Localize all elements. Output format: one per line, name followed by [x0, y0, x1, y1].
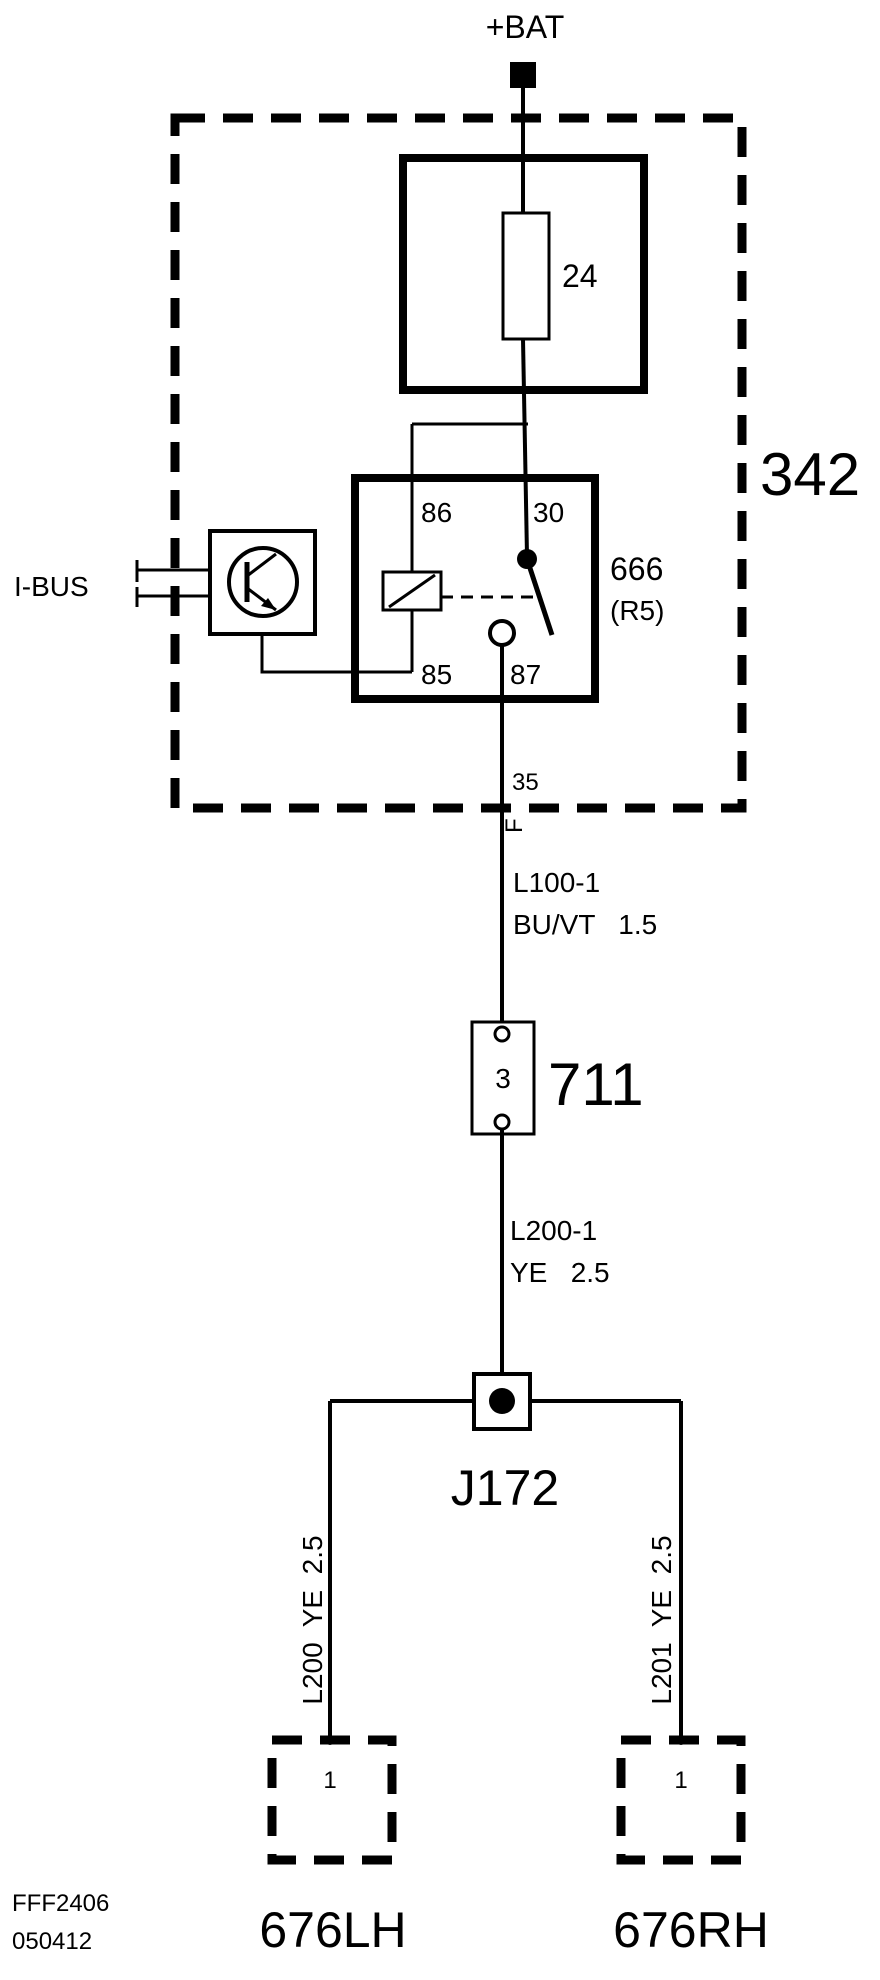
relay-contact-87: [488, 619, 516, 647]
connector-711-pin-top: [493, 1025, 511, 1043]
lamp-676lh-connector: [267, 1735, 397, 1865]
wire-l100-1-spec: BU/VT 1.5: [513, 909, 657, 940]
relay-ref: (R5): [610, 595, 664, 626]
fuse-24: [501, 211, 551, 341]
transistor-symbol: [227, 546, 299, 618]
wire-l201-label: L201 YE 2.5: [646, 1535, 677, 1704]
supply-label: +BAT: [486, 9, 565, 45]
connector-711-id: 711: [548, 1051, 644, 1118]
lamp-676lh-pin-number: 1: [323, 1767, 336, 1794]
lamp-676lh-pin: [325, 1735, 335, 1745]
pin-f35-number: 35: [512, 769, 539, 796]
relay-pin-85: 85: [421, 659, 452, 690]
module-342-border: [170, 113, 747, 813]
fuse-number: 24: [562, 258, 598, 294]
relay-id: 666: [610, 551, 663, 587]
footer-date: 050412: [12, 1928, 92, 1955]
pin-f35-letter: F: [501, 818, 528, 833]
relay-pin-87: 87: [510, 659, 541, 690]
relay-switch-blade: [524, 558, 555, 636]
footer-code: FFF2406: [12, 1890, 109, 1917]
wire-ibus-to-85: [260, 634, 412, 674]
module-342-label: 342: [760, 441, 860, 508]
wire-l200-label: L200 YE 2.5: [297, 1535, 328, 1704]
wire-l100-1-code: L100-1: [513, 867, 600, 898]
lamp-676rh-pin: [676, 1735, 686, 1745]
splice-j172-label: J172: [451, 1460, 559, 1516]
relay-pin-30: 30: [533, 497, 564, 528]
wire-fuse-out: [521, 338, 529, 557]
lamp-676lh-label: 676LH: [259, 1902, 406, 1958]
transistor-arrow: [261, 598, 276, 610]
connector-711-pin-bottom: [493, 1113, 511, 1131]
transistor-collector: [246, 552, 277, 578]
wire-l200-1-code: L200-1: [510, 1215, 597, 1246]
lamp-676rh-label: 676RH: [613, 1902, 769, 1958]
lamp-676rh-connector: [616, 1735, 746, 1865]
relay-pin-86: 86: [421, 497, 452, 528]
splice-j172-node: [489, 1388, 515, 1414]
coil-stroke: [388, 573, 436, 609]
supply-terminal: [510, 62, 536, 88]
wire-l200-1-spec: YE 2.5: [510, 1257, 610, 1288]
relay-666-box: [351, 474, 599, 703]
connector-711-pin: 3: [495, 1063, 511, 1094]
ibus-label: I-BUS: [14, 571, 89, 602]
lamp-676rh-pin-number: 1: [674, 1767, 687, 1794]
